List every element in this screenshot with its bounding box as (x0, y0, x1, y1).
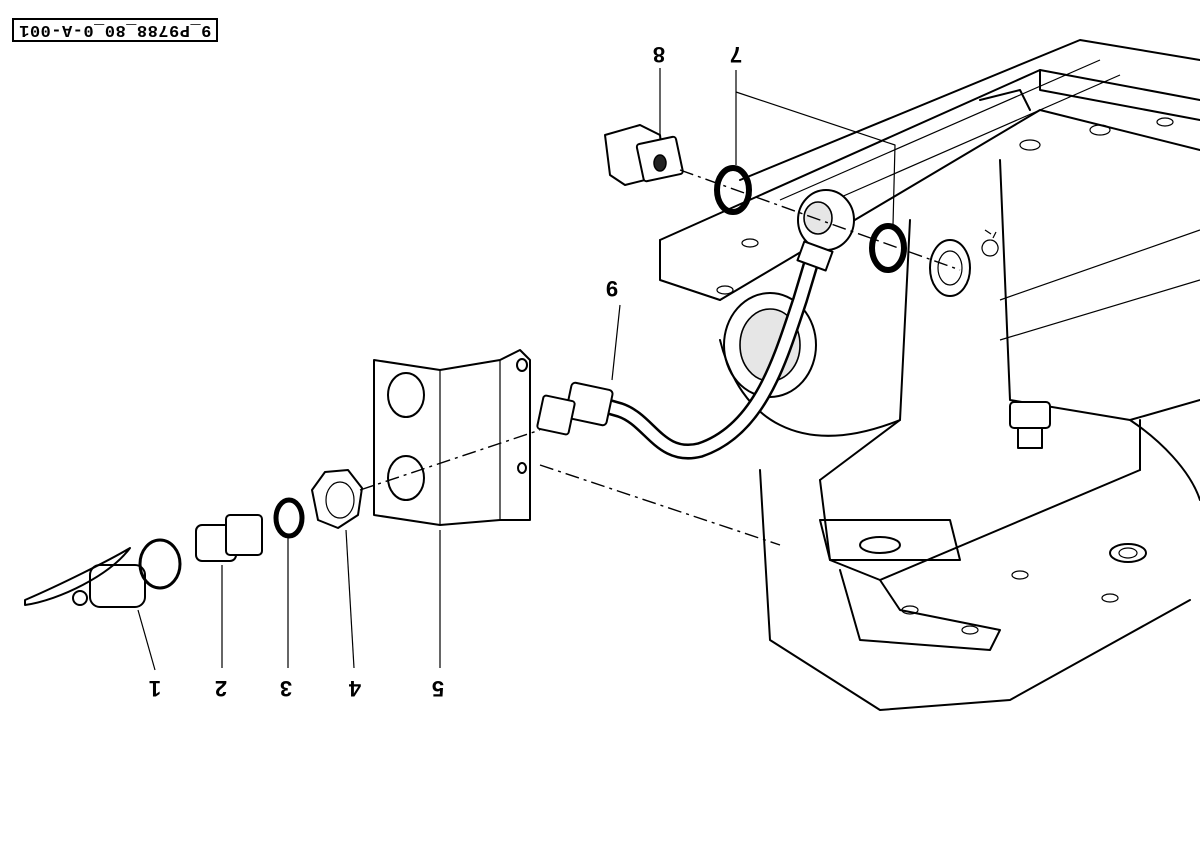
transmission-housing (659, 39, 1200, 711)
reference-code-text: 9_P9788_80_0-A-001 (18, 20, 212, 40)
bracket (373, 349, 531, 526)
callout-7: 7 (729, 42, 743, 67)
leader-lines (137, 68, 896, 671)
banjo-bolt (604, 124, 684, 186)
callout-4: 4 (348, 676, 362, 701)
center-lines (359, 169, 961, 546)
coupling-parts (24, 469, 363, 608)
pipe-assembly (536, 189, 855, 460)
callout-5: 5 (431, 676, 445, 701)
callout-2: 2 (214, 676, 228, 701)
callout-1: 1 (148, 676, 162, 701)
callout-8: 8 (652, 42, 666, 67)
callout-3: 3 (279, 676, 293, 701)
callout-6: 9 (605, 276, 619, 301)
sealing-washers (714, 165, 907, 273)
reference-code-box: 9_P9788_80_0-A-001 (12, 18, 218, 42)
